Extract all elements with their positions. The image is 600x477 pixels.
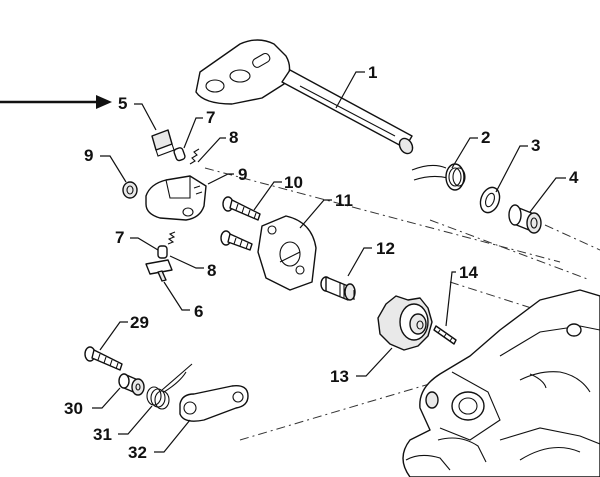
callout-9-center: 9 bbox=[238, 165, 247, 184]
part-32-link-plate[interactable] bbox=[179, 385, 249, 422]
part-4-bushing[interactable] bbox=[508, 204, 542, 234]
callout-29: 29 bbox=[130, 313, 149, 332]
part-11-cover-plate[interactable] bbox=[257, 215, 317, 291]
callout-11: 11 bbox=[335, 191, 353, 210]
part-9-cam-block[interactable] bbox=[145, 175, 207, 221]
part-14-pin[interactable] bbox=[433, 325, 457, 345]
part-3-washer[interactable] bbox=[477, 185, 503, 216]
callout-7-upper: 7 bbox=[206, 108, 215, 127]
housing-casting bbox=[402, 289, 600, 477]
callout-2: 2 bbox=[481, 128, 490, 147]
part-1-shaft-lever[interactable] bbox=[195, 39, 415, 156]
callout-13: 13 bbox=[330, 367, 349, 386]
part-6-key[interactable] bbox=[145, 259, 173, 282]
callout-8-upper: 8 bbox=[229, 128, 238, 147]
leader-lines bbox=[92, 71, 566, 453]
part-7-pin-upper[interactable] bbox=[173, 147, 186, 162]
part-5-pad[interactable] bbox=[151, 129, 175, 157]
part-8-spring-lower[interactable] bbox=[167, 231, 176, 245]
part-8-spring-upper[interactable] bbox=[189, 148, 200, 165]
callout-31: 31 bbox=[93, 425, 112, 444]
callout-6: 6 bbox=[194, 302, 203, 321]
callout-10: 10 bbox=[284, 173, 303, 192]
part-12-stud[interactable] bbox=[320, 276, 356, 301]
part-2-torsion-spring[interactable] bbox=[411, 163, 466, 191]
part-7-pin-lower[interactable] bbox=[157, 245, 168, 259]
part-9-washer-left[interactable] bbox=[122, 181, 138, 199]
callout-4: 4 bbox=[569, 168, 579, 187]
part-13-star-knob[interactable] bbox=[377, 295, 433, 351]
callout-14: 14 bbox=[459, 263, 478, 282]
part-31-coil-spring[interactable] bbox=[146, 363, 193, 410]
part-10-screw-upper[interactable] bbox=[222, 196, 261, 221]
callout-3: 3 bbox=[531, 136, 540, 155]
part-10-screw-lower[interactable] bbox=[220, 230, 253, 251]
callout-5: 5 bbox=[118, 94, 127, 113]
callout-1: 1 bbox=[368, 63, 377, 82]
assembly-centerlines bbox=[204, 167, 600, 441]
callout-30: 30 bbox=[64, 399, 83, 418]
callout-12: 12 bbox=[376, 239, 395, 258]
callout-8-lower: 8 bbox=[207, 261, 216, 280]
part-30-collar[interactable] bbox=[118, 373, 145, 396]
callout-9-left: 9 bbox=[84, 146, 93, 165]
part-29-bolt[interactable] bbox=[84, 346, 123, 371]
callout-labels: 1 2 3 4 5 6 7 7 8 8 9 9 10 11 12 13 14 2… bbox=[64, 63, 579, 462]
callout-32: 32 bbox=[128, 443, 147, 462]
pointer-arrow bbox=[0, 95, 112, 109]
callout-7-lower: 7 bbox=[115, 228, 124, 247]
